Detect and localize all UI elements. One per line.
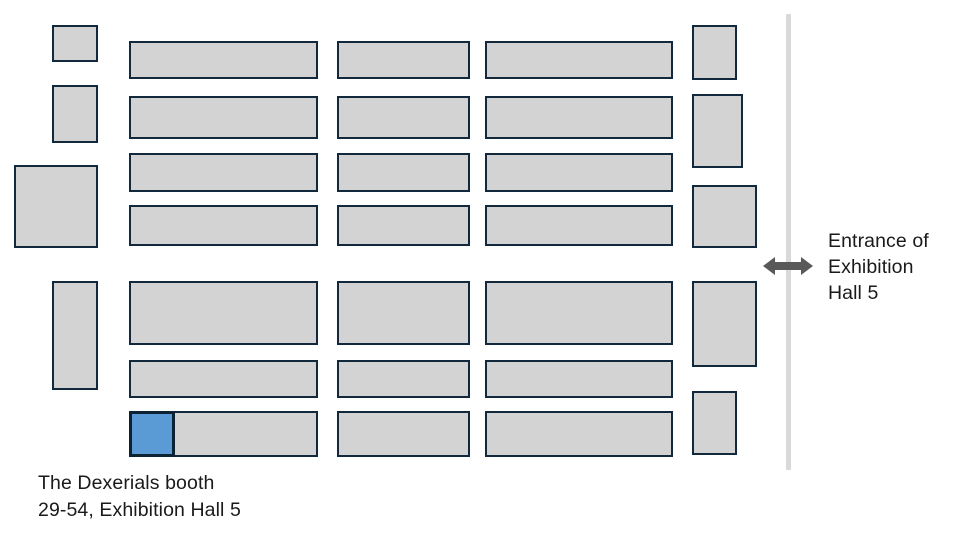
- booth-c2[interactable]: [485, 96, 673, 139]
- entrance-label: Entrance of Exhibition Hall 5: [828, 230, 929, 304]
- booth-r1[interactable]: [692, 25, 737, 80]
- booth-l1[interactable]: [52, 25, 98, 62]
- booth-c1[interactable]: [485, 41, 673, 79]
- booth-r2[interactable]: [692, 94, 743, 168]
- booth-caption: The Dexerials booth 29-54, Exhibition Ha…: [38, 472, 241, 521]
- booth-c6[interactable]: [485, 360, 673, 398]
- booth-r4[interactable]: [692, 281, 757, 367]
- booth-l2[interactable]: [52, 85, 98, 143]
- booth-b1[interactable]: [337, 41, 470, 79]
- booth-c7[interactable]: [485, 411, 673, 457]
- booth-l4[interactable]: [52, 281, 98, 390]
- dexerials-booth-highlight[interactable]: [129, 411, 175, 457]
- booth-b3[interactable]: [337, 153, 470, 192]
- booth-r3[interactable]: [692, 185, 757, 248]
- booth-a3[interactable]: [129, 153, 318, 192]
- booth-l3[interactable]: [14, 165, 98, 248]
- booth-a2[interactable]: [129, 96, 318, 139]
- booth-b7[interactable]: [337, 411, 470, 457]
- booth-b6[interactable]: [337, 360, 470, 398]
- booth-b2[interactable]: [337, 96, 470, 139]
- booth-c3[interactable]: [485, 153, 673, 192]
- booth-c5[interactable]: [485, 281, 673, 345]
- booth-a6[interactable]: [129, 360, 318, 398]
- booth-a4[interactable]: [129, 205, 318, 246]
- booth-a1[interactable]: [129, 41, 318, 79]
- booth-c4[interactable]: [485, 205, 673, 246]
- booth-a5[interactable]: [129, 281, 318, 345]
- entrance-double-arrow-icon: [763, 255, 813, 277]
- booth-b4[interactable]: [337, 205, 470, 246]
- aisle-divider-line: [786, 14, 791, 470]
- booth-r5[interactable]: [692, 391, 737, 455]
- booth-b5[interactable]: [337, 281, 470, 345]
